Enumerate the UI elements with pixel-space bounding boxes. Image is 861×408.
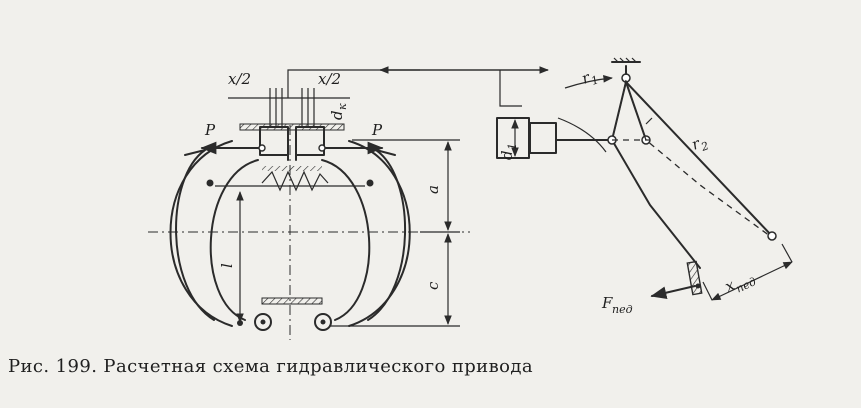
- anchor-plate: [261, 297, 323, 305]
- label-dk-sub: к: [336, 103, 349, 110]
- label-l: l: [218, 263, 236, 268]
- right-lining: [367, 149, 407, 321]
- label-p-right: P: [371, 121, 383, 139]
- anchor-pin-right: [314, 313, 332, 331]
- label-c: c: [424, 281, 442, 290]
- hydraulic-lines: [287, 66, 549, 107]
- master-cylinder: [496, 117, 616, 159]
- label-r1-sub: 1: [589, 73, 600, 88]
- label-x-ped-sub: пед: [734, 275, 758, 295]
- brake-assembly: [148, 88, 470, 340]
- label-x-half-left: x/2: [228, 70, 251, 88]
- left-shoe-outer: [169, 140, 233, 327]
- label-p-left: P: [204, 121, 216, 139]
- dimension-x-ped: [711, 261, 793, 301]
- label-r2-sub: 2: [699, 139, 711, 154]
- anchor-pin-left: [254, 313, 272, 331]
- left-lining: [175, 149, 215, 321]
- return-spring: [261, 170, 329, 192]
- pedal-linkage: [564, 57, 793, 301]
- label-a: a: [424, 185, 442, 194]
- label-d1: d: [498, 150, 516, 160]
- master-piston: [529, 122, 557, 154]
- labels: x/2 x/2 P P d к d 1 a l c r 1 r 2 F пед …: [204, 68, 758, 316]
- inner-rim-right: [321, 159, 371, 321]
- label-x-half-right: x/2: [318, 70, 341, 88]
- cylinder-body: [239, 123, 345, 131]
- figure-caption: Рис. 199. Расчетная схема гидравлическог…: [8, 356, 533, 377]
- inner-rim-left: [209, 159, 259, 321]
- pedal-force-arrow: [650, 285, 696, 299]
- label-dk: d: [328, 110, 346, 120]
- label-f-ped-sub: пед: [612, 303, 633, 316]
- pedal-lever: [611, 81, 701, 269]
- label-f-ped: F: [601, 294, 613, 312]
- right-shoe-outer: [348, 140, 411, 327]
- label-d1-sub: 1: [506, 143, 519, 150]
- radius-r2-line: [625, 81, 773, 237]
